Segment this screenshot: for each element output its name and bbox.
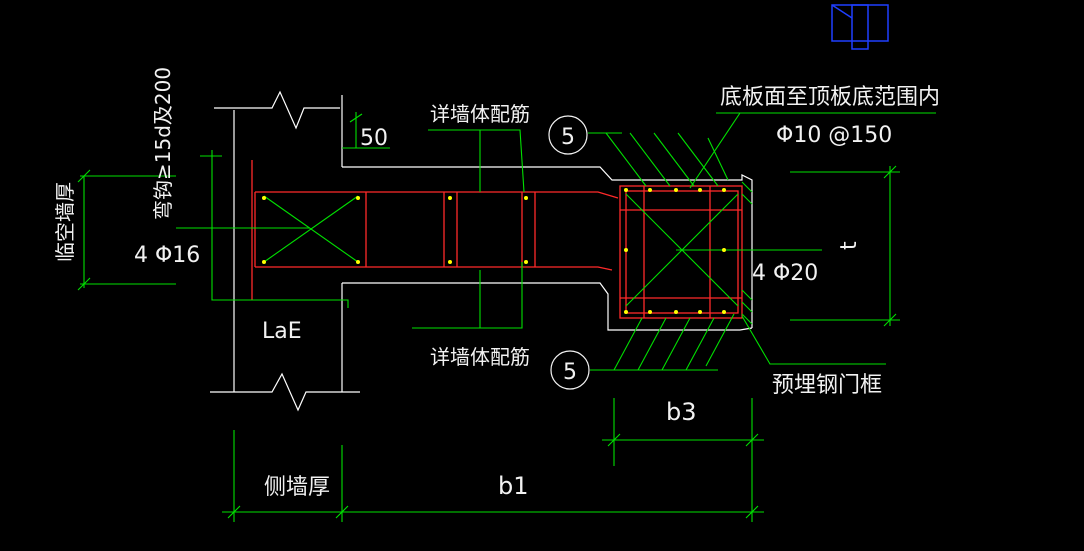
b3-label: b3 bbox=[666, 398, 697, 426]
side-wall-label: 侧墙厚 bbox=[264, 475, 330, 500]
rebar-dots bbox=[262, 188, 726, 314]
detail-wall-bottom: 详墙体配筋 bbox=[430, 345, 530, 369]
green-lines bbox=[77, 112, 936, 522]
b1-label: b1 bbox=[498, 472, 529, 500]
door-frame-icon[interactable] bbox=[831, 4, 889, 50]
t-label: t bbox=[837, 241, 862, 250]
svg-text:5: 5 bbox=[561, 125, 575, 150]
stirrup-spec: Φ10 @150 bbox=[776, 123, 892, 148]
lae-label: LaE bbox=[262, 319, 302, 344]
callout-bottom: 5 bbox=[550, 350, 590, 390]
top-range-text: 底板面至顶板底范围内 bbox=[720, 85, 940, 110]
concrete-outline bbox=[210, 90, 753, 412]
anchor-length-label: 弯钩≥15d及200 bbox=[151, 67, 175, 220]
bar-right-label: 4 Φ20 bbox=[752, 261, 818, 286]
dim-50: 50 bbox=[360, 126, 388, 151]
svg-text:5: 5 bbox=[563, 360, 577, 385]
steel-frame-label: 预埋钢门框 bbox=[772, 373, 882, 398]
callout-top: 5 bbox=[548, 115, 588, 155]
temp-wall-label: 临空墙厚 bbox=[53, 182, 77, 262]
detail-wall-top: 详墙体配筋 bbox=[430, 102, 530, 126]
bar-left-label: 4 Φ16 bbox=[134, 243, 200, 268]
